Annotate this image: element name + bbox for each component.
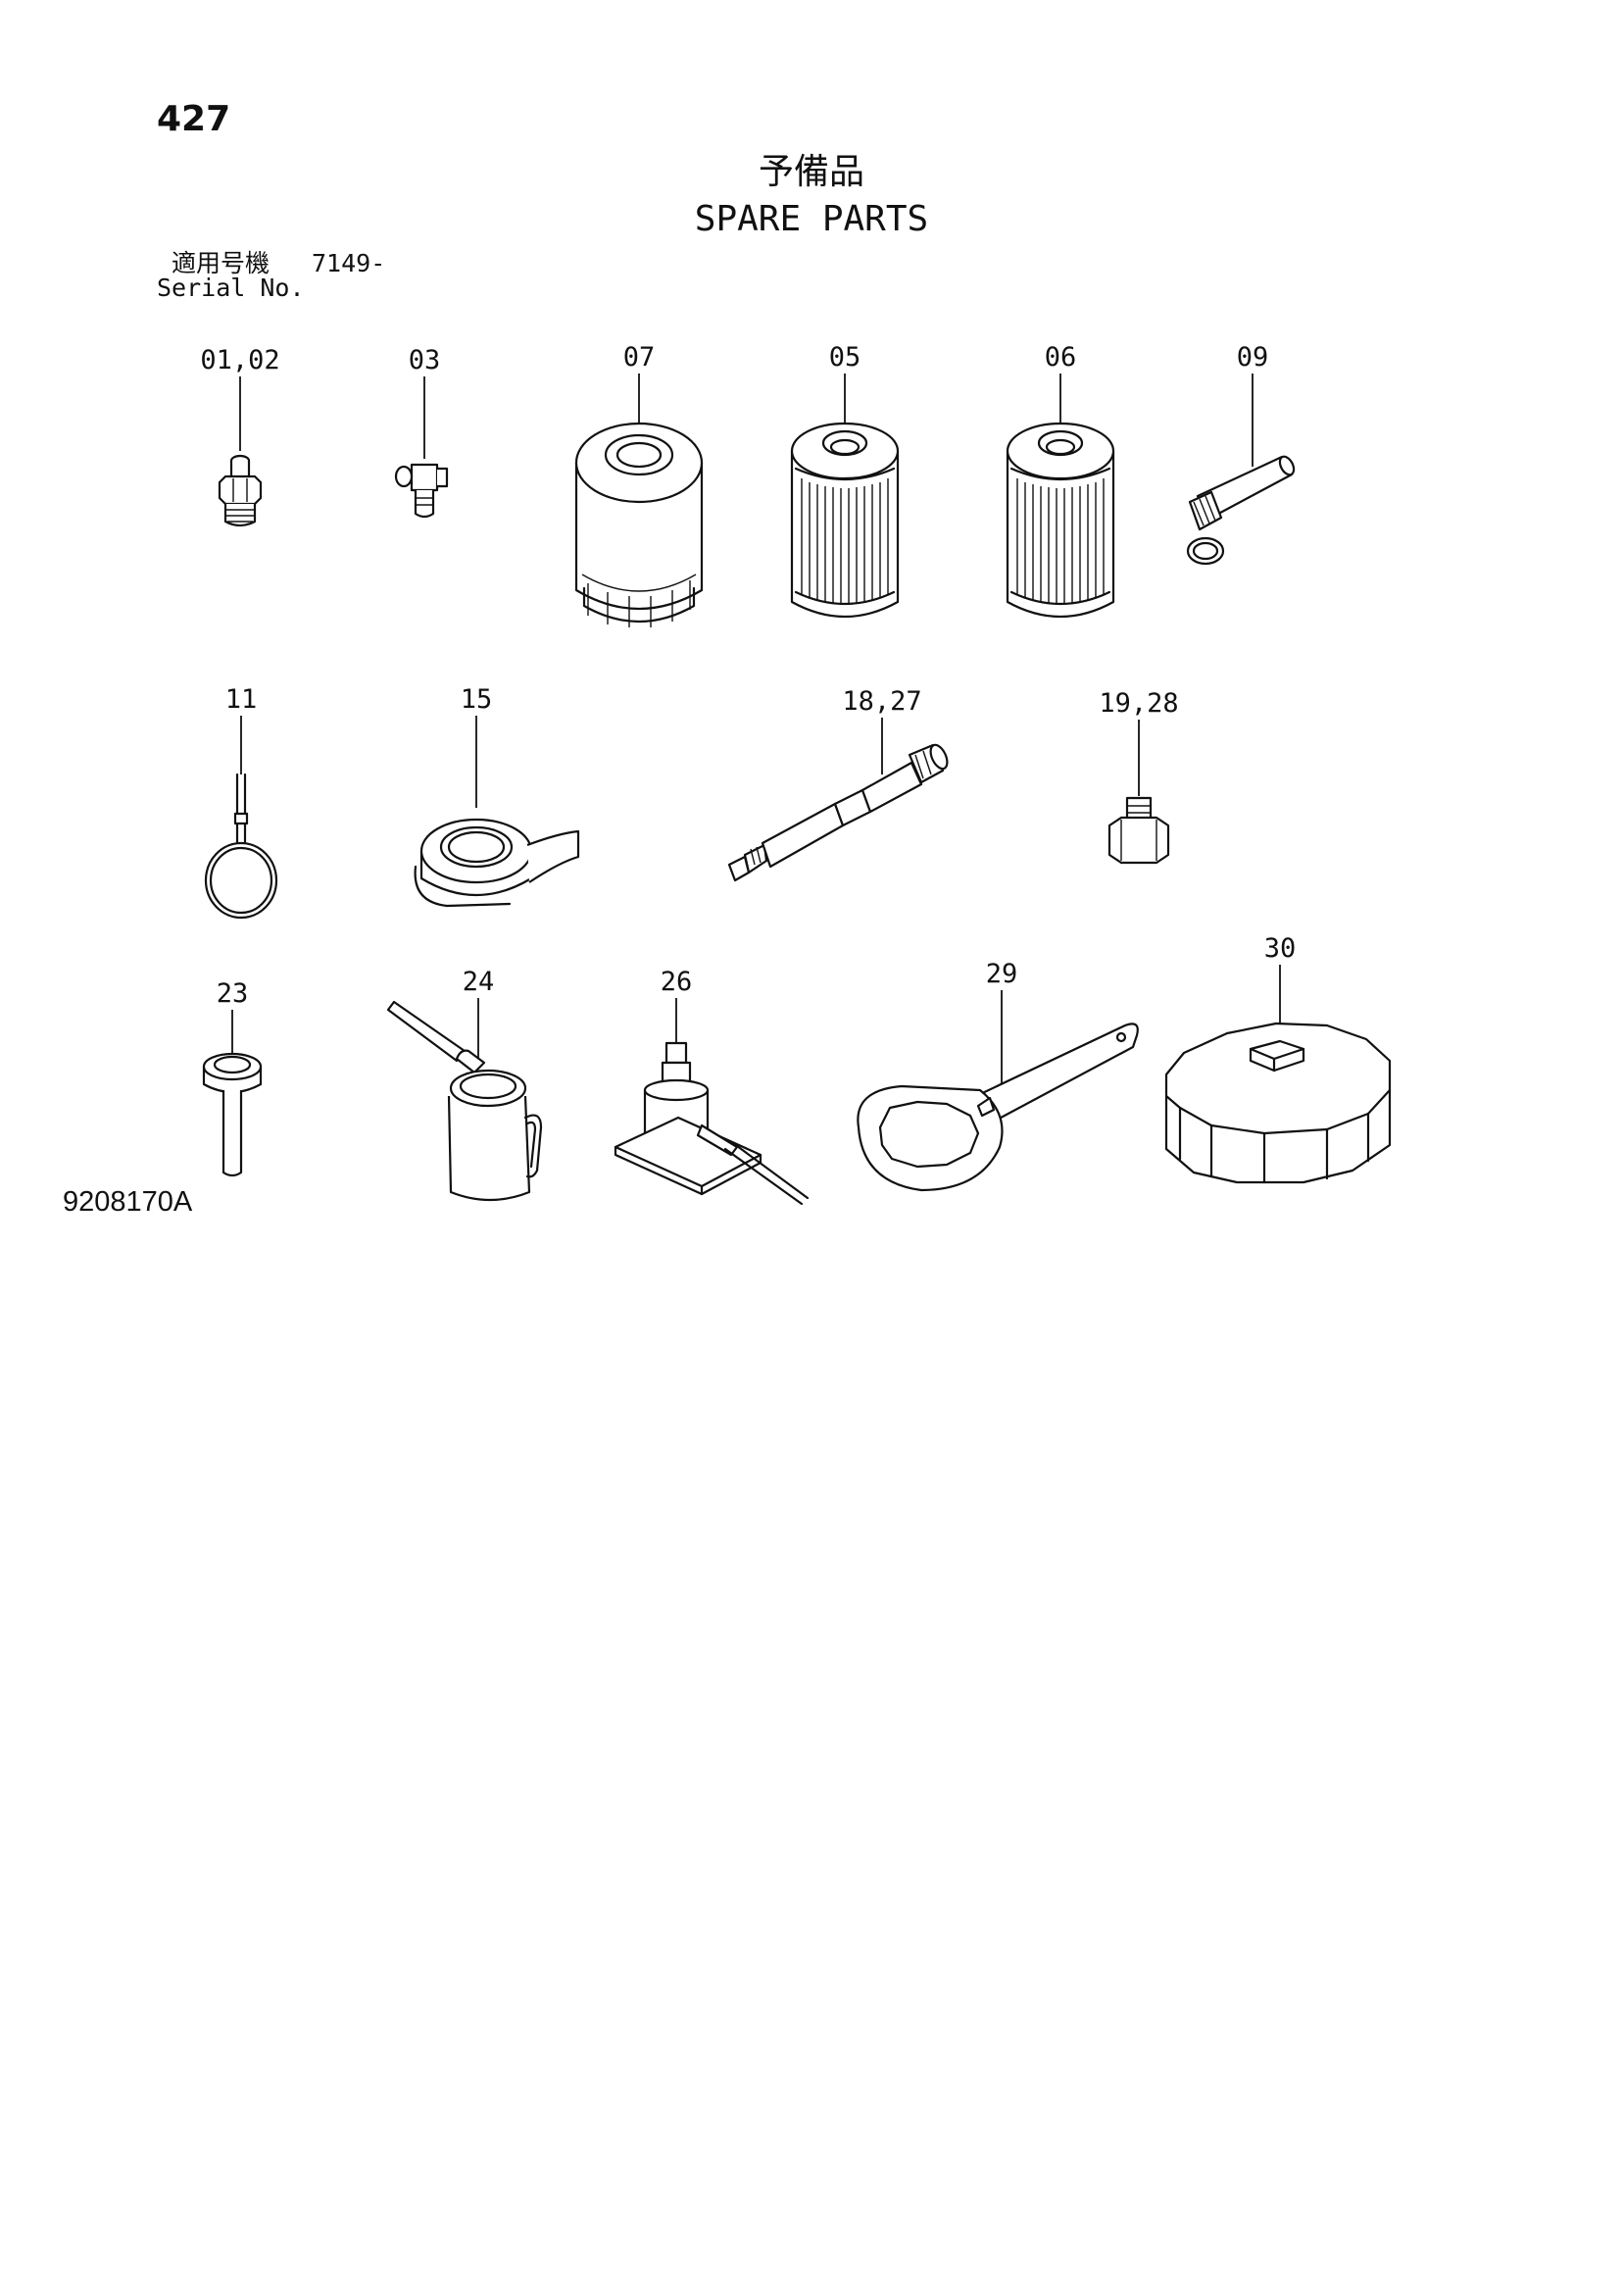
part-cartridge-filter-06 <box>1006 374 1115 618</box>
callout-01-02: 01,02 <box>200 345 279 375</box>
callout-19-28: 19,28 <box>1099 688 1178 719</box>
callout-03: 03 <box>409 345 441 375</box>
part-grease-nipple-01-02 <box>218 376 263 527</box>
part-grease-gun-26 <box>614 998 810 1206</box>
callout-23: 23 <box>217 978 249 1009</box>
callout-26: 26 <box>661 967 693 997</box>
part-hose-assembly-18-27 <box>727 718 949 882</box>
part-ring-tool-11 <box>204 716 278 920</box>
part-element-with-band-09 <box>1186 374 1296 566</box>
part-cartridge-filter-05 <box>790 374 900 618</box>
serial-label-english: Serial No. <box>157 274 305 302</box>
part-elbow-nipple-03 <box>394 376 449 519</box>
callout-29: 29 <box>986 959 1018 989</box>
serial-label-japanese: 適用号機 <box>172 249 270 277</box>
page-number: 427 <box>157 99 231 139</box>
callout-09: 09 <box>1237 342 1269 373</box>
callout-24: 24 <box>463 967 495 997</box>
callout-18-27: 18,27 <box>842 686 921 717</box>
part-fitting-nut-19-28 <box>1107 720 1170 865</box>
part-cap-wrench-30 <box>1164 965 1392 1184</box>
part-spin-on-filter-07 <box>574 374 704 627</box>
title-japanese: 予備品 <box>758 152 864 192</box>
callout-07: 07 <box>623 342 656 373</box>
part-filter-wrench-29 <box>857 990 1139 1192</box>
title-english: SPARE PARTS <box>694 199 929 239</box>
part-seal-tape-15 <box>414 716 580 908</box>
callout-11: 11 <box>225 684 258 715</box>
part-socket-tool-23 <box>202 1010 263 1177</box>
serial-value: 7149- <box>312 249 386 277</box>
callout-15: 15 <box>461 684 493 715</box>
part-oil-jug-24 <box>386 998 543 1202</box>
callout-06: 06 <box>1045 342 1077 373</box>
callout-30: 30 <box>1264 933 1297 964</box>
drawing-number: 9208170A <box>63 1186 193 1218</box>
callout-05: 05 <box>829 342 861 373</box>
